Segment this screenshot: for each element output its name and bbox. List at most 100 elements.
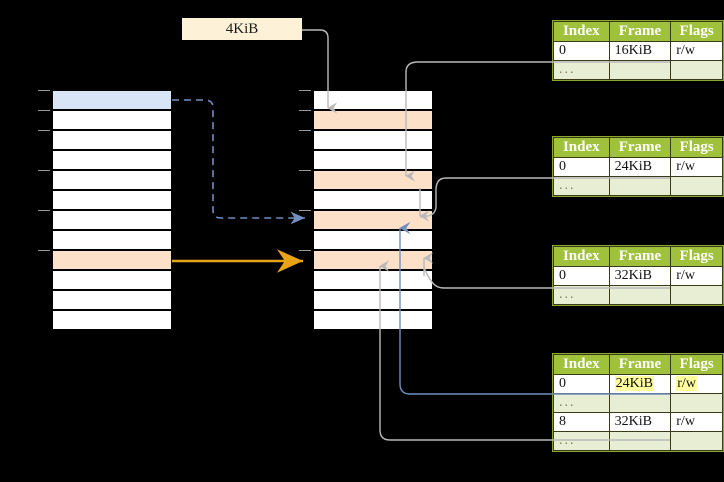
size-label-4kib: 4KiB xyxy=(182,18,302,40)
cell-index: ... xyxy=(553,176,610,196)
column-header-flags: Flags xyxy=(670,246,723,267)
cell-flags xyxy=(670,393,723,413)
cell-index: 0 xyxy=(553,157,610,177)
highlighted-value: r/w xyxy=(676,376,697,391)
cell-frame xyxy=(608,431,672,451)
table-ellipsis-row: ... xyxy=(553,393,723,413)
cell-flags xyxy=(670,285,723,305)
cell-flags: r/w xyxy=(670,412,723,432)
column-header-frame: Frame xyxy=(608,137,672,158)
row-tick xyxy=(38,250,50,251)
cell-flags xyxy=(670,431,723,451)
physical-frame-cell xyxy=(313,270,433,290)
cell-index: 0 xyxy=(553,266,610,286)
cell-frame xyxy=(608,285,672,305)
physical-frame-cell xyxy=(313,130,433,150)
cell-flags xyxy=(670,176,723,196)
row-tick xyxy=(38,130,50,131)
column-header-flags: Flags xyxy=(670,137,723,158)
row-tick xyxy=(38,210,50,211)
cell-index: 8 xyxy=(553,412,610,432)
table-ellipsis-row: ... xyxy=(553,176,723,196)
cell-index: 0 xyxy=(553,374,610,394)
column-header-flags: Flags xyxy=(670,21,723,42)
cell-frame: 24KiB xyxy=(608,157,672,177)
virtual-page-cell xyxy=(52,150,172,170)
cell-index: ... xyxy=(553,285,610,305)
cell-frame xyxy=(608,176,672,196)
cell-frame: 32KiB xyxy=(608,412,672,432)
row-tick xyxy=(299,170,311,171)
virtual-page-cell xyxy=(52,270,172,290)
virtual-page-cell xyxy=(52,90,172,110)
row-tick xyxy=(299,130,311,131)
cell-frame xyxy=(608,393,672,413)
physical-frame-cell xyxy=(313,230,433,250)
row-tick xyxy=(299,250,311,251)
row-tick xyxy=(299,90,311,91)
cell-index: ... xyxy=(553,60,610,80)
cell-frame xyxy=(608,60,672,80)
cell-frame: 32KiB xyxy=(608,266,672,286)
column-header-index: Index xyxy=(553,354,610,375)
virtual-address-space-column xyxy=(52,90,172,330)
cell-flags: r/w xyxy=(670,266,723,286)
table-ellipsis-row: ... xyxy=(553,60,723,80)
virtual-page-cell xyxy=(52,210,172,230)
physical-frame-cell xyxy=(313,90,433,110)
column-header-index: Index xyxy=(553,21,610,42)
row-tick xyxy=(38,170,50,171)
virtual-page-cell xyxy=(52,130,172,150)
cell-frame: 24KiB xyxy=(608,374,672,394)
virtual-page-cell xyxy=(52,250,172,270)
column-header-frame: Frame xyxy=(608,21,672,42)
cell-flags xyxy=(670,60,723,80)
virtual-page-cell xyxy=(52,110,172,130)
physical-frame-cell xyxy=(313,190,433,210)
column-header-index: Index xyxy=(553,246,610,267)
physical-frame-cell xyxy=(313,290,433,310)
column-header-frame: Frame xyxy=(608,354,672,375)
virtual-page-cell xyxy=(52,290,172,310)
virtual-page-cell xyxy=(52,190,172,210)
virtual-page-cell xyxy=(52,230,172,250)
cell-flags: r/w xyxy=(670,41,723,61)
physical-frame-cell xyxy=(313,210,433,230)
cell-index: ... xyxy=(553,393,610,413)
column-header-frame: Frame xyxy=(608,246,672,267)
cell-flags: r/w xyxy=(670,374,723,394)
row-tick xyxy=(299,110,311,111)
table-ellipsis-row: ... xyxy=(553,285,723,305)
table-row: 0 24KiB r/w xyxy=(553,374,723,394)
column-header-flags: Flags xyxy=(670,354,723,375)
physical-frame-cell xyxy=(313,170,433,190)
physical-memory-column xyxy=(313,90,433,330)
virtual-page-cell xyxy=(52,170,172,190)
physical-frame-cell xyxy=(313,250,433,270)
cell-flags: r/w xyxy=(670,157,723,177)
cell-index: ... xyxy=(553,431,610,451)
physical-frame-cell xyxy=(313,110,433,130)
row-tick xyxy=(38,90,50,91)
physical-frame-cell xyxy=(313,310,433,330)
physical-frame-cell xyxy=(313,150,433,170)
row-tick xyxy=(299,210,311,211)
cell-index: 0 xyxy=(553,41,610,61)
highlighted-value: 24KiB xyxy=(614,376,654,391)
virtual-page-cell xyxy=(52,310,172,330)
column-header-index: Index xyxy=(553,137,610,158)
table-ellipsis-row: ... xyxy=(553,431,723,451)
